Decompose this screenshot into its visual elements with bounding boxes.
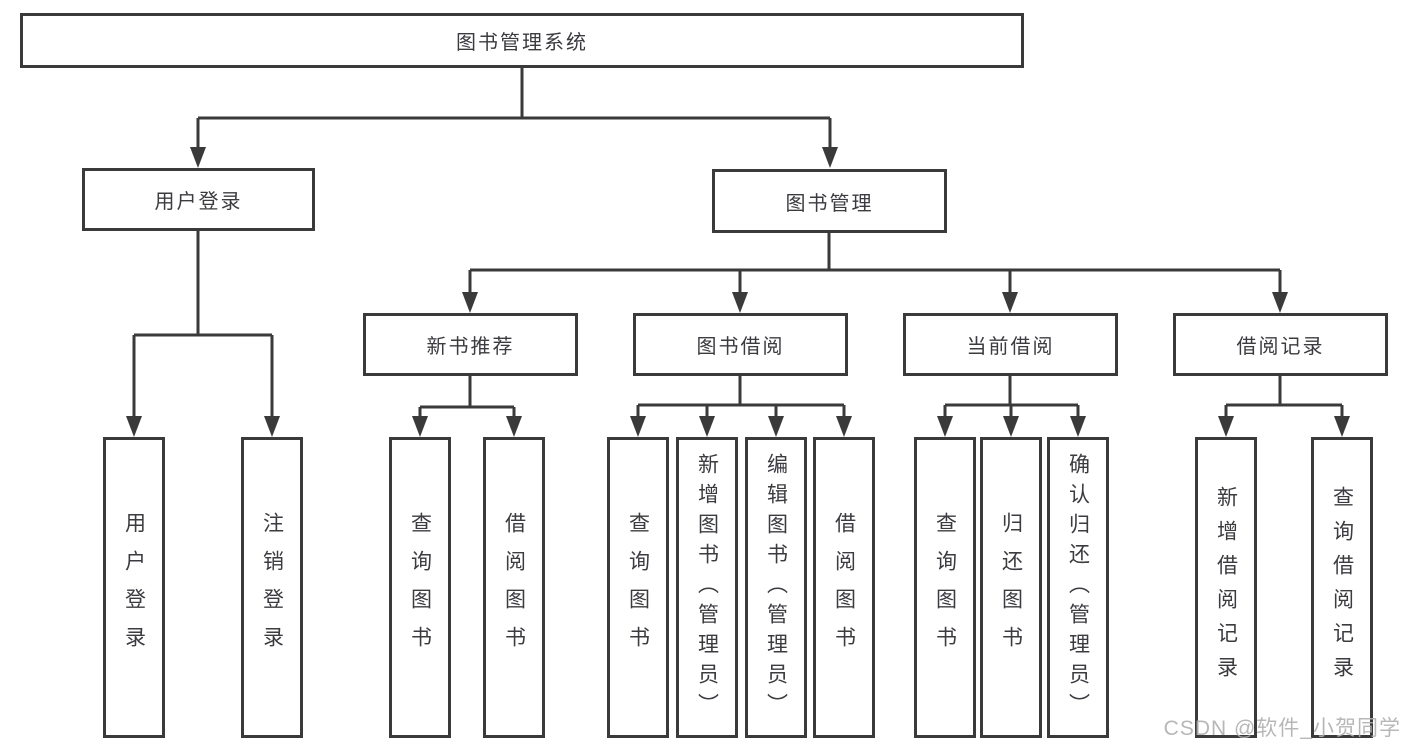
arrowheads xyxy=(126,147,1350,437)
leaf-records-add: 新增借阅记录 xyxy=(1195,437,1257,738)
leaf-current-return: 归还图书 xyxy=(980,437,1042,738)
node-borrow-records: 借阅记录 xyxy=(1173,313,1388,376)
leaf-borrow-add-admin: 新增图书（管理员） xyxy=(676,437,738,738)
leaf-borrow-query: 查询图书 xyxy=(607,437,669,738)
node-book-management: 图书管理 xyxy=(712,169,947,233)
leaf-logout: 注销登录 xyxy=(241,437,303,738)
node-book-borrow: 图书借阅 xyxy=(633,313,848,376)
csdn-watermark: CSDN @软件_小贺同学 xyxy=(1163,717,1401,740)
leaf-borrow-borrow: 借阅图书 xyxy=(813,437,875,738)
leaf-records-query: 查询借阅记录 xyxy=(1311,437,1373,738)
leaf-current-query: 查询图书 xyxy=(914,437,976,738)
node-new-book-recommend: 新书推荐 xyxy=(363,313,578,376)
leaf-borrow-edit-admin: 编辑图书（管理员） xyxy=(745,437,807,738)
node-root: 图书管理系统 xyxy=(20,13,1024,68)
node-current-borrow: 当前借阅 xyxy=(903,313,1118,376)
leaf-newbooks-query: 查询图书 xyxy=(389,437,451,738)
leaf-newbooks-borrow: 借阅图书 xyxy=(483,437,545,738)
leaf-user-login: 用户登录 xyxy=(103,437,165,738)
node-user-login: 用户登录 xyxy=(82,168,315,231)
leaf-current-confirm-admin: 确认归还（管理员） xyxy=(1047,437,1109,738)
